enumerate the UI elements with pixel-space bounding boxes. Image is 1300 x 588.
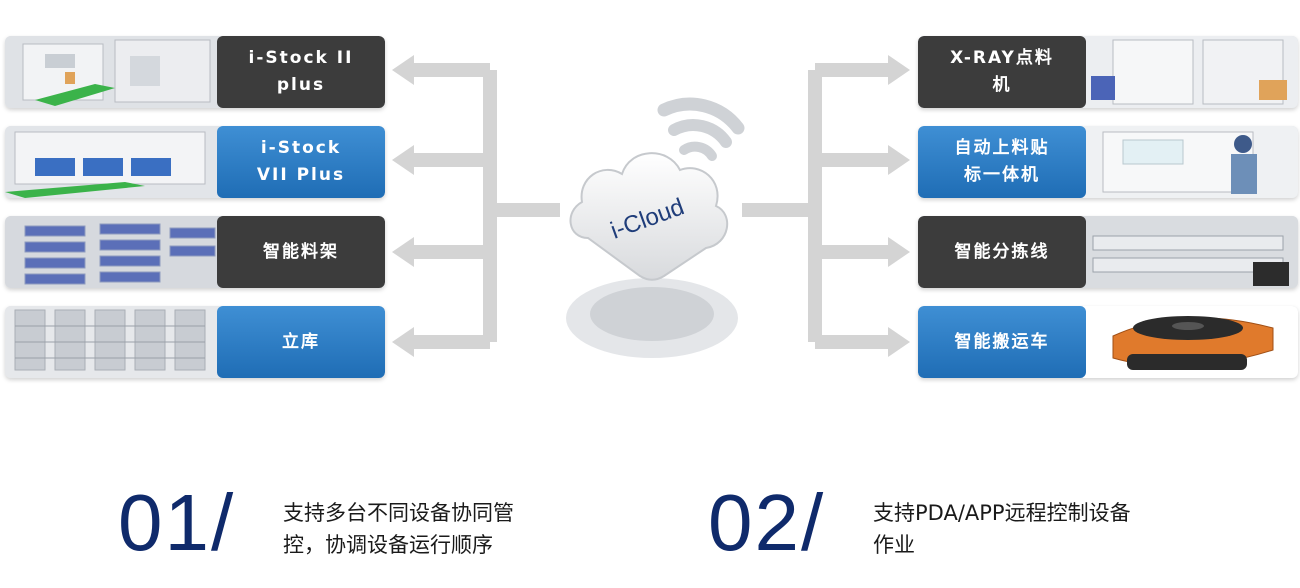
smt-storage-line-photo <box>5 126 220 198</box>
device-card-agv[interactable]: 智能搬运车 <box>918 306 1298 378</box>
device-card-sorting-line[interactable]: 智能分拣线 <box>918 216 1298 288</box>
device-card-smart-rack[interactable]: 智能料架 <box>5 216 385 288</box>
arrow-left-1 <box>392 55 414 85</box>
feature-text-2: 支持PDA/APP远程控制设备 作业 <box>873 501 1131 557</box>
device-card-labeling-machine[interactable]: 自动上料贴 标一体机 <box>918 126 1298 198</box>
arrow-left-2 <box>392 145 414 175</box>
agv-robot-photo <box>1083 306 1298 378</box>
device-card-istock-vii-plus[interactable]: i-Stock VII Plus <box>5 126 385 198</box>
device-label: 自动上料贴 标一体机 <box>918 126 1086 198</box>
feature-number-1: 01/ <box>118 478 236 567</box>
xray-counter-photo <box>1083 36 1298 108</box>
arrow-right-2 <box>888 145 910 175</box>
arrow-right-3 <box>888 237 910 267</box>
warehouse-racks-photo <box>5 306 220 378</box>
device-label: 智能搬运车 <box>918 306 1086 378</box>
left-trunk-line <box>483 70 560 342</box>
arrow-left-4 <box>392 327 414 357</box>
feature-number-2: 02/ <box>708 478 826 567</box>
cloud-icon: i-Cloud <box>566 97 745 358</box>
device-card-istock-ii-plus[interactable]: i-Stock II plus <box>5 36 385 108</box>
device-label: i-Stock VII Plus <box>217 126 385 198</box>
connector-lines <box>392 55 910 357</box>
device-label: X-RAY点料 机 <box>918 36 1086 108</box>
feature-text-1: 支持多台不同设备协同管 控，协调设备运行顺序 <box>283 501 514 557</box>
device-card-warehouse[interactable]: 立库 <box>5 306 385 378</box>
device-label: 智能料架 <box>217 216 385 288</box>
device-label: 立库 <box>217 306 385 378</box>
device-label: i-Stock II plus <box>217 36 385 108</box>
arrow-right-1 <box>888 55 910 85</box>
arrow-left-3 <box>392 237 414 267</box>
right-trunk-line <box>742 70 822 342</box>
smt-storage-machine-photo <box>5 36 220 108</box>
labeling-machine-photo <box>1083 126 1298 198</box>
device-label: 智能分拣线 <box>918 216 1086 288</box>
device-card-xray-counter[interactable]: X-RAY点料 机 <box>918 36 1298 108</box>
arrow-right-4 <box>888 327 910 357</box>
smart-rack-photo <box>5 216 220 288</box>
sorting-line-photo <box>1083 216 1298 288</box>
